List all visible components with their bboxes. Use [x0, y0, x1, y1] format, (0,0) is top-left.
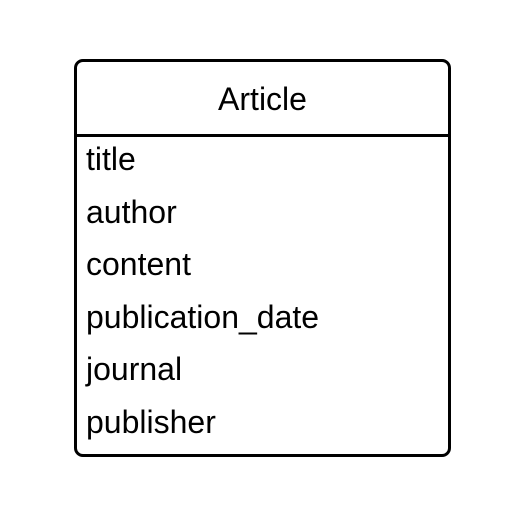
- attribute-content: content: [86, 246, 191, 282]
- attribute-author: author: [86, 193, 177, 230]
- entity-title: Article: [218, 80, 307, 117]
- attribute-publisher: publisher: [86, 403, 216, 440]
- attribute-publication-date: publication_date: [86, 298, 320, 335]
- attribute-journal: journal: [86, 351, 183, 387]
- entity-header: Article: [77, 62, 448, 137]
- entity-article: Article title author content publication…: [74, 59, 451, 457]
- attribute-list: title author content publication_date jo…: [77, 137, 448, 452]
- attribute-title: title: [86, 141, 136, 177]
